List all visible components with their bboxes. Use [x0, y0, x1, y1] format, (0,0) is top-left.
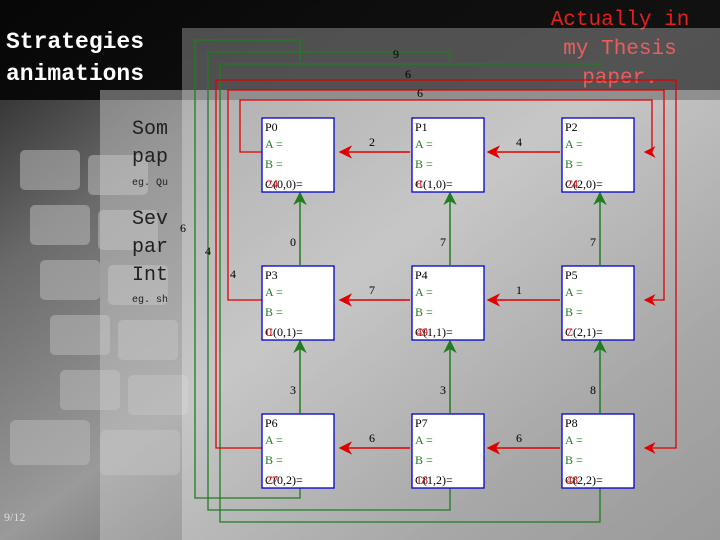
edge-label-v-2: 7	[440, 235, 446, 249]
processor-c-label: C(0,1)=	[265, 325, 303, 339]
processor-b: B =	[265, 453, 283, 467]
processor-id: P6	[265, 416, 278, 430]
processor-b: B =	[565, 157, 583, 171]
processor-c-value: 24	[566, 177, 578, 191]
processor-b: B =	[565, 305, 583, 319]
processor-b: B =	[565, 453, 583, 467]
processor-c-label: C(1,0)=	[415, 177, 453, 191]
processor-rect	[261, 413, 335, 489]
processor-rect	[411, 117, 485, 193]
processor-c-value: 24	[266, 177, 278, 191]
processor-b: B =	[415, 305, 433, 319]
edge-label-h-2: 4	[516, 135, 522, 149]
processor-id: P4	[415, 268, 428, 282]
processor-a: A =	[415, 137, 433, 151]
processor-c-value: 27	[266, 473, 278, 487]
processor-c-label: C(1,2)=	[415, 473, 453, 487]
processor-id: P2	[565, 120, 578, 134]
processor-a: A =	[565, 137, 583, 151]
processor-rect	[261, 265, 335, 341]
processor-box-p4: P4 A = B = C(1,1)=49	[411, 265, 485, 341]
processor-box-p7: P7 A = B = C(1,2)=18	[411, 413, 485, 489]
edge-label-h-5: 6	[369, 431, 375, 445]
processor-c-label: C(2,1)=	[565, 325, 603, 339]
bullet-text-2: Sev par Int	[132, 208, 169, 287]
processor-id: P1	[415, 120, 428, 134]
processor-rect	[561, 265, 635, 341]
wrap-label-3: 6	[417, 86, 423, 100]
processor-box-p6: P6 A = B = C(0,2)=27	[261, 413, 335, 489]
wrap-label-6: 4	[230, 267, 236, 281]
processor-a: A =	[265, 285, 283, 299]
processor-c-value: 18	[416, 473, 428, 487]
processor-a: A =	[265, 433, 283, 447]
processor-box-p0: P0 A = B = C(0,0)=24	[261, 117, 335, 193]
processor-box-p2: P2 A = B = C(2,0)=24	[561, 117, 635, 193]
edge-label-h-6: 6	[516, 431, 522, 445]
processor-rect	[411, 413, 485, 489]
edge-label-h-4: 1	[516, 283, 522, 297]
thesis-annotation: Actually in my Thesis paper.	[550, 9, 690, 90]
edge-label-v-3: 7	[590, 235, 596, 249]
processor-rect	[411, 265, 485, 341]
processor-box-p1: P1 A = B = C(1,0)=8	[411, 117, 485, 193]
edge-label-v-1: 0	[290, 235, 296, 249]
processor-box-p8: P8 A = B = C(2,2)=48	[561, 413, 635, 489]
processor-a: A =	[415, 285, 433, 299]
processor-c-label: C(1,1)=	[415, 325, 453, 339]
wrap-label-1: 9	[393, 47, 399, 61]
processor-c-label: C(0,2)=	[265, 473, 303, 487]
processor-c-value: 7	[566, 325, 572, 339]
processor-b: B =	[415, 157, 433, 171]
processor-b: B =	[265, 305, 283, 319]
wrap-label-2: 6	[405, 67, 411, 81]
processor-c-label: C(2,0)=	[565, 177, 603, 191]
processor-id: P3	[265, 268, 278, 282]
slide-title: Strategies animations	[6, 29, 145, 87]
example-text-2: eg. sh	[132, 295, 169, 306]
processor-c-label: C(2,2)=	[565, 473, 603, 487]
processor-b: B =	[265, 157, 283, 171]
processor-a: A =	[265, 137, 283, 151]
edge-label-v-6: 8	[590, 383, 596, 397]
processor-c-value: 48	[566, 473, 578, 487]
edge-label-v-5: 3	[440, 383, 446, 397]
processor-id: P5	[565, 268, 578, 282]
wrap-label-5: 4	[205, 244, 211, 258]
processor-c-value: 0	[266, 325, 272, 339]
processor-id: P8	[565, 416, 578, 430]
processor-rect	[261, 117, 335, 193]
edge-label-h-1: 2	[369, 135, 375, 149]
processor-c-label: C(0,0)=	[265, 177, 303, 191]
wrap-label-4: 6	[180, 221, 186, 235]
processor-c-value: 49	[416, 325, 428, 339]
processor-rect	[561, 413, 635, 489]
processor-a: A =	[415, 433, 433, 447]
processor-a: A =	[565, 285, 583, 299]
processor-id: P7	[415, 416, 428, 430]
example-text-1: eg. Qu	[132, 178, 169, 189]
processor-c-value: 8	[416, 177, 422, 191]
processor-rect	[561, 117, 635, 193]
processor-id: P0	[265, 120, 278, 134]
edge-label-v-4: 3	[290, 383, 296, 397]
page-number: 9/12	[4, 510, 26, 524]
processor-box-p3: P3 A = B = C(0,1)=0	[261, 265, 335, 341]
bullet-text-1: Som pap	[132, 118, 169, 169]
processor-b: B =	[415, 453, 433, 467]
edge-label-h-3: 7	[369, 283, 375, 297]
processor-box-p5: P5 A = B = C(2,1)=7	[561, 265, 635, 341]
processor-a: A =	[565, 433, 583, 447]
